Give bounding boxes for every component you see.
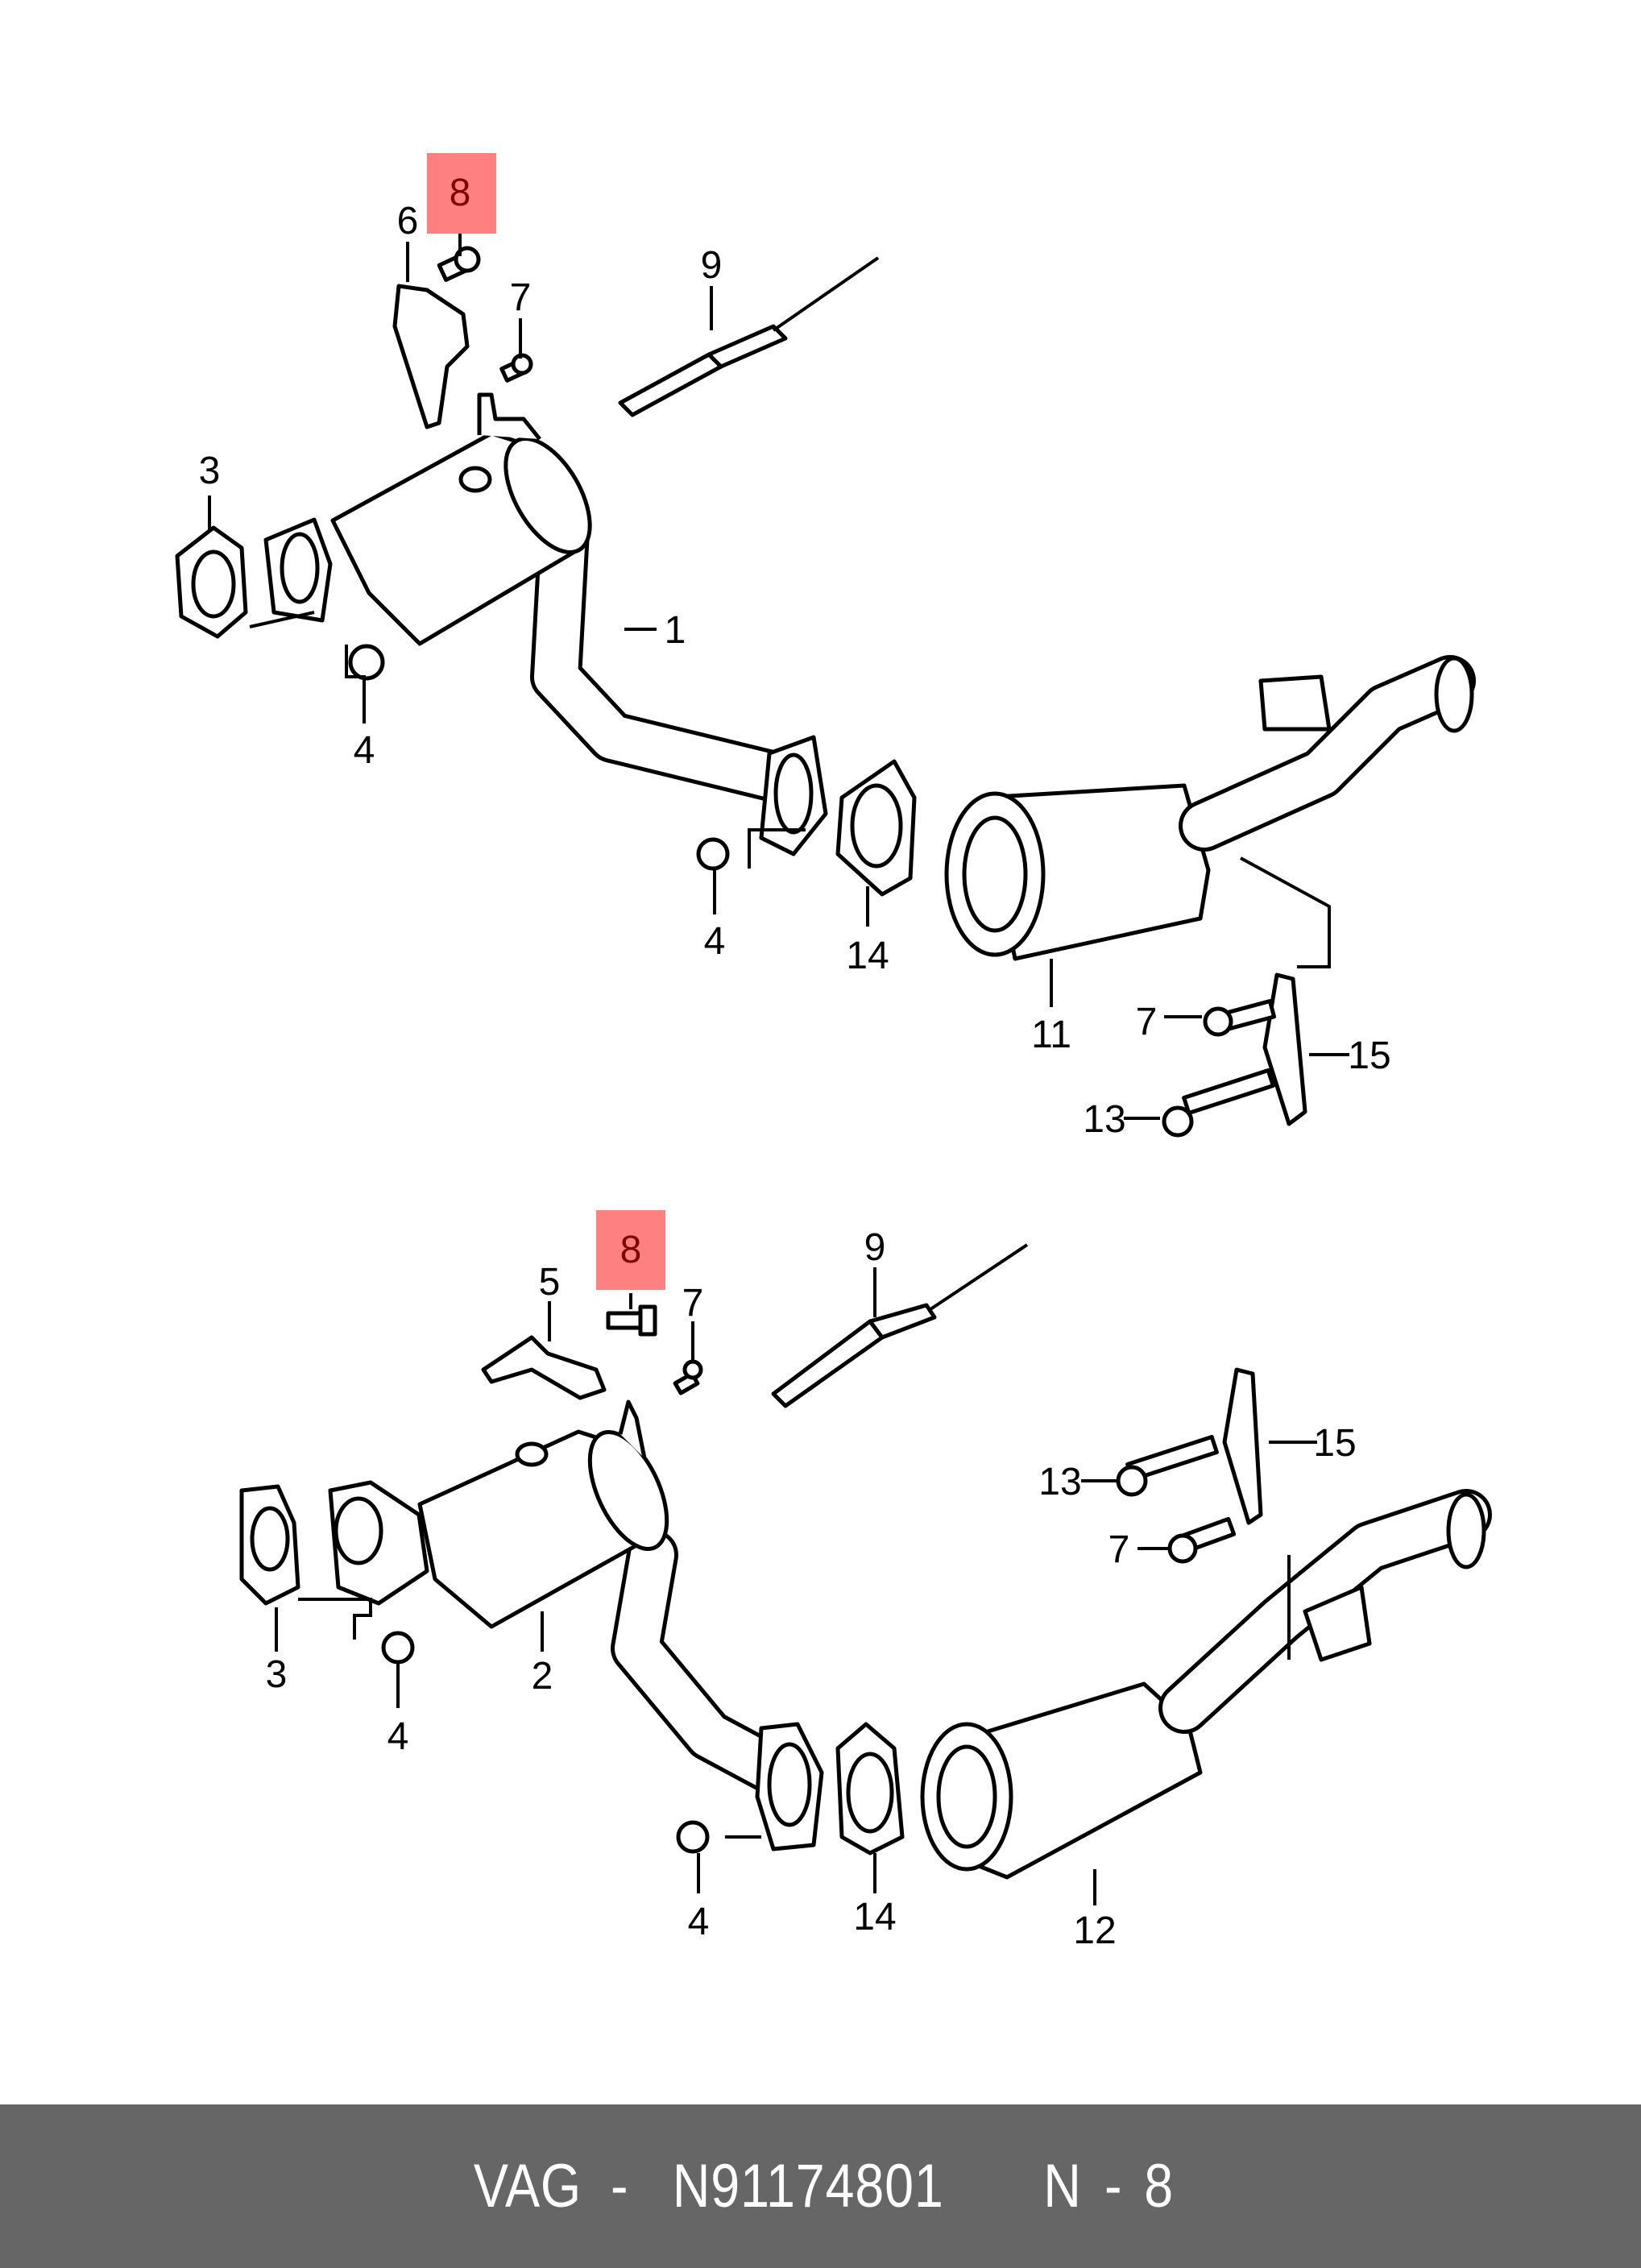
label-14[interactable]: 14	[846, 935, 889, 977]
label-5[interactable]: 5	[539, 1261, 561, 1304]
label-4[interactable]: 4	[387, 1715, 409, 1758]
label-14[interactable]: 14	[853, 1896, 896, 1938]
label-2[interactable]: 2	[532, 1655, 553, 1698]
label-15[interactable]: 15	[1348, 1034, 1390, 1077]
label-4[interactable]: 4	[688, 1901, 710, 1943]
bracket-15	[1222, 1367, 1263, 1525]
bolt-7	[1167, 1516, 1237, 1564]
label-7[interactable]: 7	[682, 1282, 704, 1325]
nut-4	[381, 1631, 415, 1665]
bottom-assembly: 8 9 5 7 15 13 7 3 2 4 4 14 12	[239, 1210, 1492, 1952]
bracket-5	[481, 1335, 607, 1400]
brand-name: VAG	[474, 2152, 582, 2220]
bolt-13	[1162, 1068, 1275, 1138]
oxygen-sensor-9	[771, 1243, 1029, 1408]
label-13[interactable]: 13	[1038, 1461, 1081, 1503]
exhaust-parts-diagram: 8 6 7 9 3 1 4 4 14 11 7 15 13	[175, 153, 1492, 1952]
bracket-15	[1262, 972, 1307, 1126]
label-8-highlighted[interactable]: 8	[620, 1229, 642, 1271]
top-assembly: 8 6 7 9 3 1 4 4 14 11 7 15 13	[175, 153, 1476, 1141]
label-4[interactable]: 4	[354, 729, 375, 772]
part-number: N91174801	[672, 2152, 944, 2220]
bolt-13	[1116, 1434, 1219, 1497]
label-6[interactable]: 6	[397, 200, 419, 243]
highlight-box	[596, 1210, 665, 1290]
label-7[interactable]: 7	[1136, 1001, 1158, 1043]
bolt-7	[499, 353, 533, 383]
label-8-highlighted[interactable]: 8	[450, 172, 471, 214]
label-11[interactable]: 11	[1031, 1014, 1071, 1056]
bolt-8	[606, 1304, 657, 1337]
label-15[interactable]: 15	[1313, 1422, 1356, 1465]
label-3[interactable]: 3	[199, 450, 221, 492]
label-7[interactable]: 7	[510, 276, 532, 319]
label-7[interactable]: 7	[1109, 1528, 1130, 1571]
nut-4	[348, 644, 385, 681]
reference-number: 8	[1144, 2152, 1175, 2220]
separator: -	[611, 2152, 629, 2220]
highlight-box	[427, 153, 496, 234]
nut-4	[696, 837, 730, 871]
label-9[interactable]: 9	[701, 244, 723, 287]
oxygen-sensor-9	[618, 256, 880, 417]
bolt-7	[1203, 999, 1277, 1037]
label-1[interactable]: 1	[665, 609, 686, 652]
label-3[interactable]: 3	[266, 1653, 288, 1696]
bracket-6	[392, 284, 470, 429]
bolt-7	[673, 1359, 703, 1395]
label-13[interactable]: 13	[1083, 1098, 1125, 1141]
reference-prefix: N	[1043, 2152, 1082, 2220]
label-9[interactable]: 9	[864, 1226, 886, 1269]
label-4[interactable]: 4	[704, 920, 726, 963]
label-12[interactable]: 12	[1073, 1909, 1116, 1952]
nut-4	[676, 1820, 710, 1854]
reference-separator: -	[1104, 2152, 1123, 2220]
part-number-footer: VAG - N91174801 N - 8	[0, 2104, 1641, 2268]
